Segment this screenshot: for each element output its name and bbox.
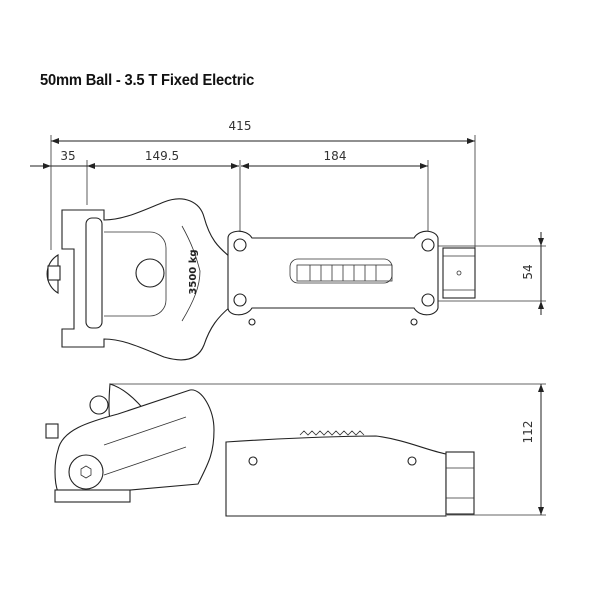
drawing-title: 50mm Ball - 3.5 T Fixed Electric [40,72,255,89]
dimension-ball-offset: 35 [30,149,87,169]
svg-text:184: 184 [324,149,347,163]
svg-text:149.5: 149.5 [145,149,179,163]
svg-text:54: 54 [521,264,535,279]
extension-lines [50,135,476,250]
bolt-hole [421,293,435,307]
bolt-hole [233,293,247,307]
svg-text:3500 kg: 3500 kg [188,249,199,294]
dimension-hole-spacing: 184 [241,149,428,169]
dimension-hole-width: 54 [432,232,546,315]
svg-text:112: 112 [521,421,535,444]
svg-text:415: 415 [229,119,252,133]
bolt-hole [233,238,247,252]
svg-text:35: 35 [60,149,75,163]
dimension-height: 112 [110,383,546,516]
grease-nipple-icon [45,423,59,439]
dimension-ball-to-hole: 149.5 [87,149,239,169]
grease-nipple-icon [47,265,61,281]
bolt-hole [421,238,435,252]
coupling-side-view [45,383,475,517]
dimension-overall-length: 415 [51,119,475,144]
coupling-top-view: 3500 kg [46,198,476,361]
